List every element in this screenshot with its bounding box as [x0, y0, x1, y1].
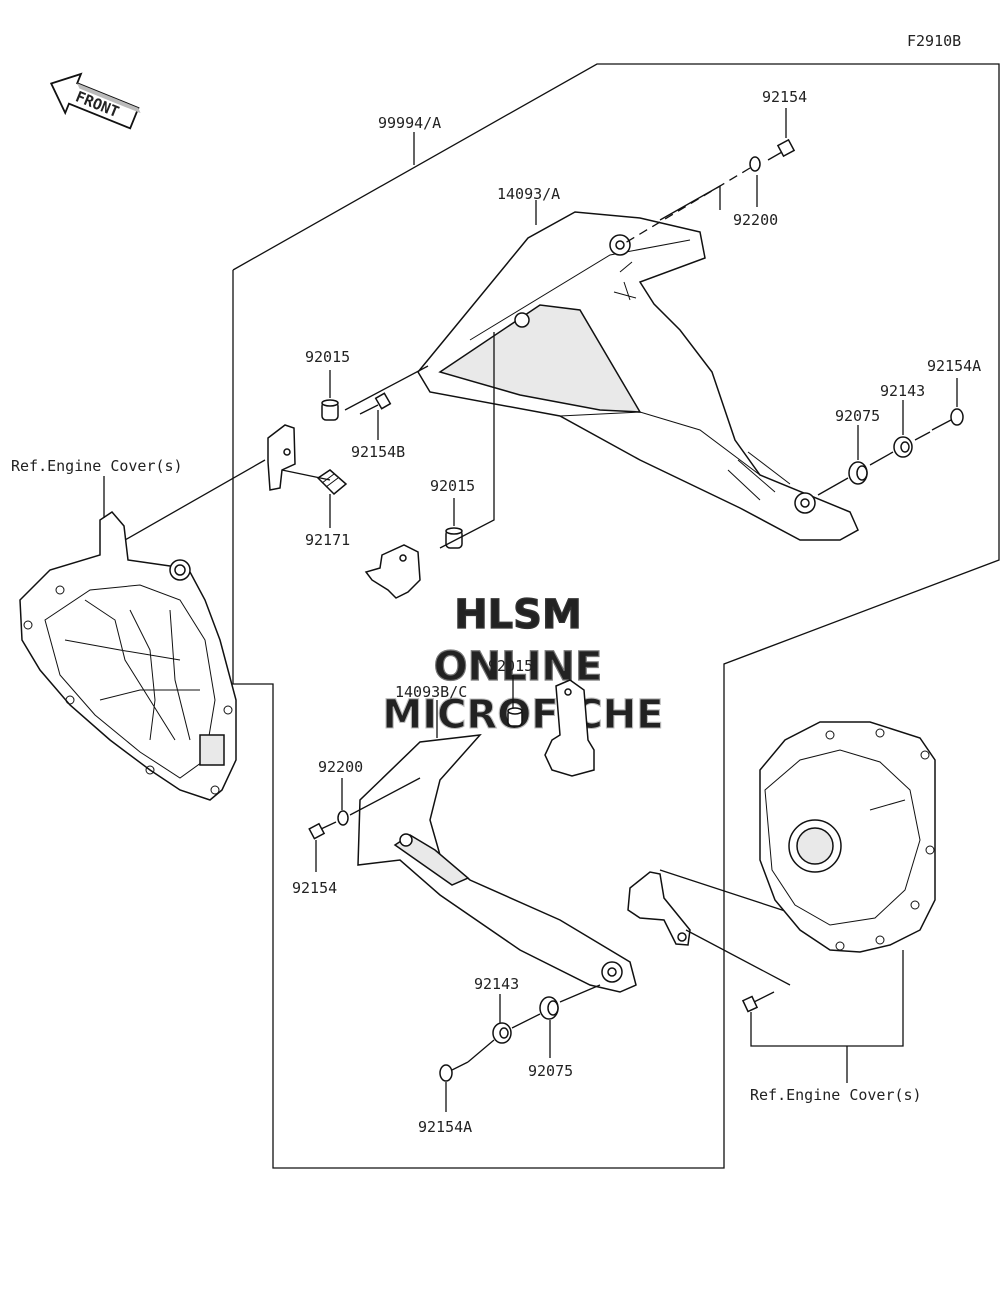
axis-lower-left — [349, 777, 421, 816]
bolt-92154a-bottom — [439, 1061, 469, 1082]
watermark-line1: HLSM — [454, 592, 582, 638]
axis-right-3 — [817, 477, 849, 496]
callout-92154a-right: 92154A — [927, 357, 981, 375]
collar-92015-upper-left — [321, 399, 339, 421]
bracket-hole — [283, 448, 291, 456]
callout-92200-top: 92200 — [733, 211, 778, 229]
axis-bottom-1 — [467, 1039, 495, 1063]
callout-92154a-bottom: 92154A — [418, 1118, 472, 1136]
bolt-92154-lower-left — [308, 821, 337, 840]
callout-92171: 92171 — [305, 531, 350, 549]
axis-bottom-3 — [559, 984, 601, 1003]
callout-92075-bottom: 92075 — [528, 1062, 573, 1080]
washer-92200-lower-left — [337, 810, 349, 826]
callout-14093a: 14093/A — [497, 185, 560, 203]
axis-left-cover — [124, 459, 266, 541]
callout-92154b: 92154B — [351, 443, 405, 461]
figure-code: F2910B — [907, 32, 961, 50]
callout-92015-upper-left: 92015 — [305, 348, 350, 366]
callout-99994a: 99994/A — [378, 114, 441, 132]
bracket-lower-right-hole — [677, 932, 687, 942]
washer-92200-top — [749, 156, 761, 172]
ref-engine-cover-left: Ref.Engine Cover(s) — [11, 457, 183, 475]
bracket-lower — [544, 679, 595, 777]
washer-92143-bottom — [492, 1022, 512, 1044]
kit-frame — [232, 63, 1000, 1169]
bolt-92154b — [359, 392, 392, 415]
axis-right-cover-bolt — [685, 929, 791, 986]
collar-92015-lower — [507, 707, 523, 727]
callout-92015-mid: 92015 — [430, 477, 475, 495]
engine-cover-right — [759, 721, 936, 953]
front-arrow-icon: FRONT — [49, 72, 141, 130]
bracket-upper-left — [267, 424, 296, 491]
bracket-lower-hole — [564, 688, 572, 696]
upper-cover-14093a — [417, 211, 859, 541]
grommet-92075-right — [848, 461, 868, 485]
lower-cover-14093bc — [357, 734, 637, 993]
callout-92154-top: 92154 — [762, 88, 807, 106]
bolt-92154-top — [767, 138, 796, 161]
callout-92143-right: 92143 — [880, 382, 925, 400]
callout-92075-right: 92075 — [835, 407, 880, 425]
ref-right-bracket — [750, 950, 904, 1047]
callout-92143-bottom: 92143 — [474, 975, 519, 993]
watermark-line3: MICROFICHE — [382, 692, 663, 738]
washer-92143-right — [893, 436, 913, 458]
axis-right-1 — [914, 431, 931, 441]
bracket-lower-right — [627, 871, 691, 946]
bracket-mid — [364, 544, 421, 599]
axis-mid-collar — [439, 332, 495, 549]
clip-92171 — [316, 469, 348, 496]
callout-92200-lower-left: 92200 — [318, 758, 363, 776]
bolt-92154a-right — [931, 408, 964, 431]
engine-cover-left — [19, 511, 237, 801]
bracket-mid-hole — [399, 554, 407, 562]
callout-14093bc: 14093B/C — [395, 683, 467, 701]
callout-92015-lower: 92015 — [488, 657, 533, 675]
bolt-right-engine — [741, 991, 775, 1013]
grommet-92075-bottom — [539, 996, 559, 1020]
axis-clip — [281, 469, 331, 481]
dash-top-bolt — [624, 167, 751, 244]
ref-engine-cover-right: Ref.Engine Cover(s) — [750, 1086, 922, 1104]
axis-right-2 — [869, 451, 894, 466]
axis-upper-left — [344, 365, 429, 411]
callout-92154-lower-left: 92154 — [292, 879, 337, 897]
axis-bottom-2 — [511, 1013, 541, 1029]
